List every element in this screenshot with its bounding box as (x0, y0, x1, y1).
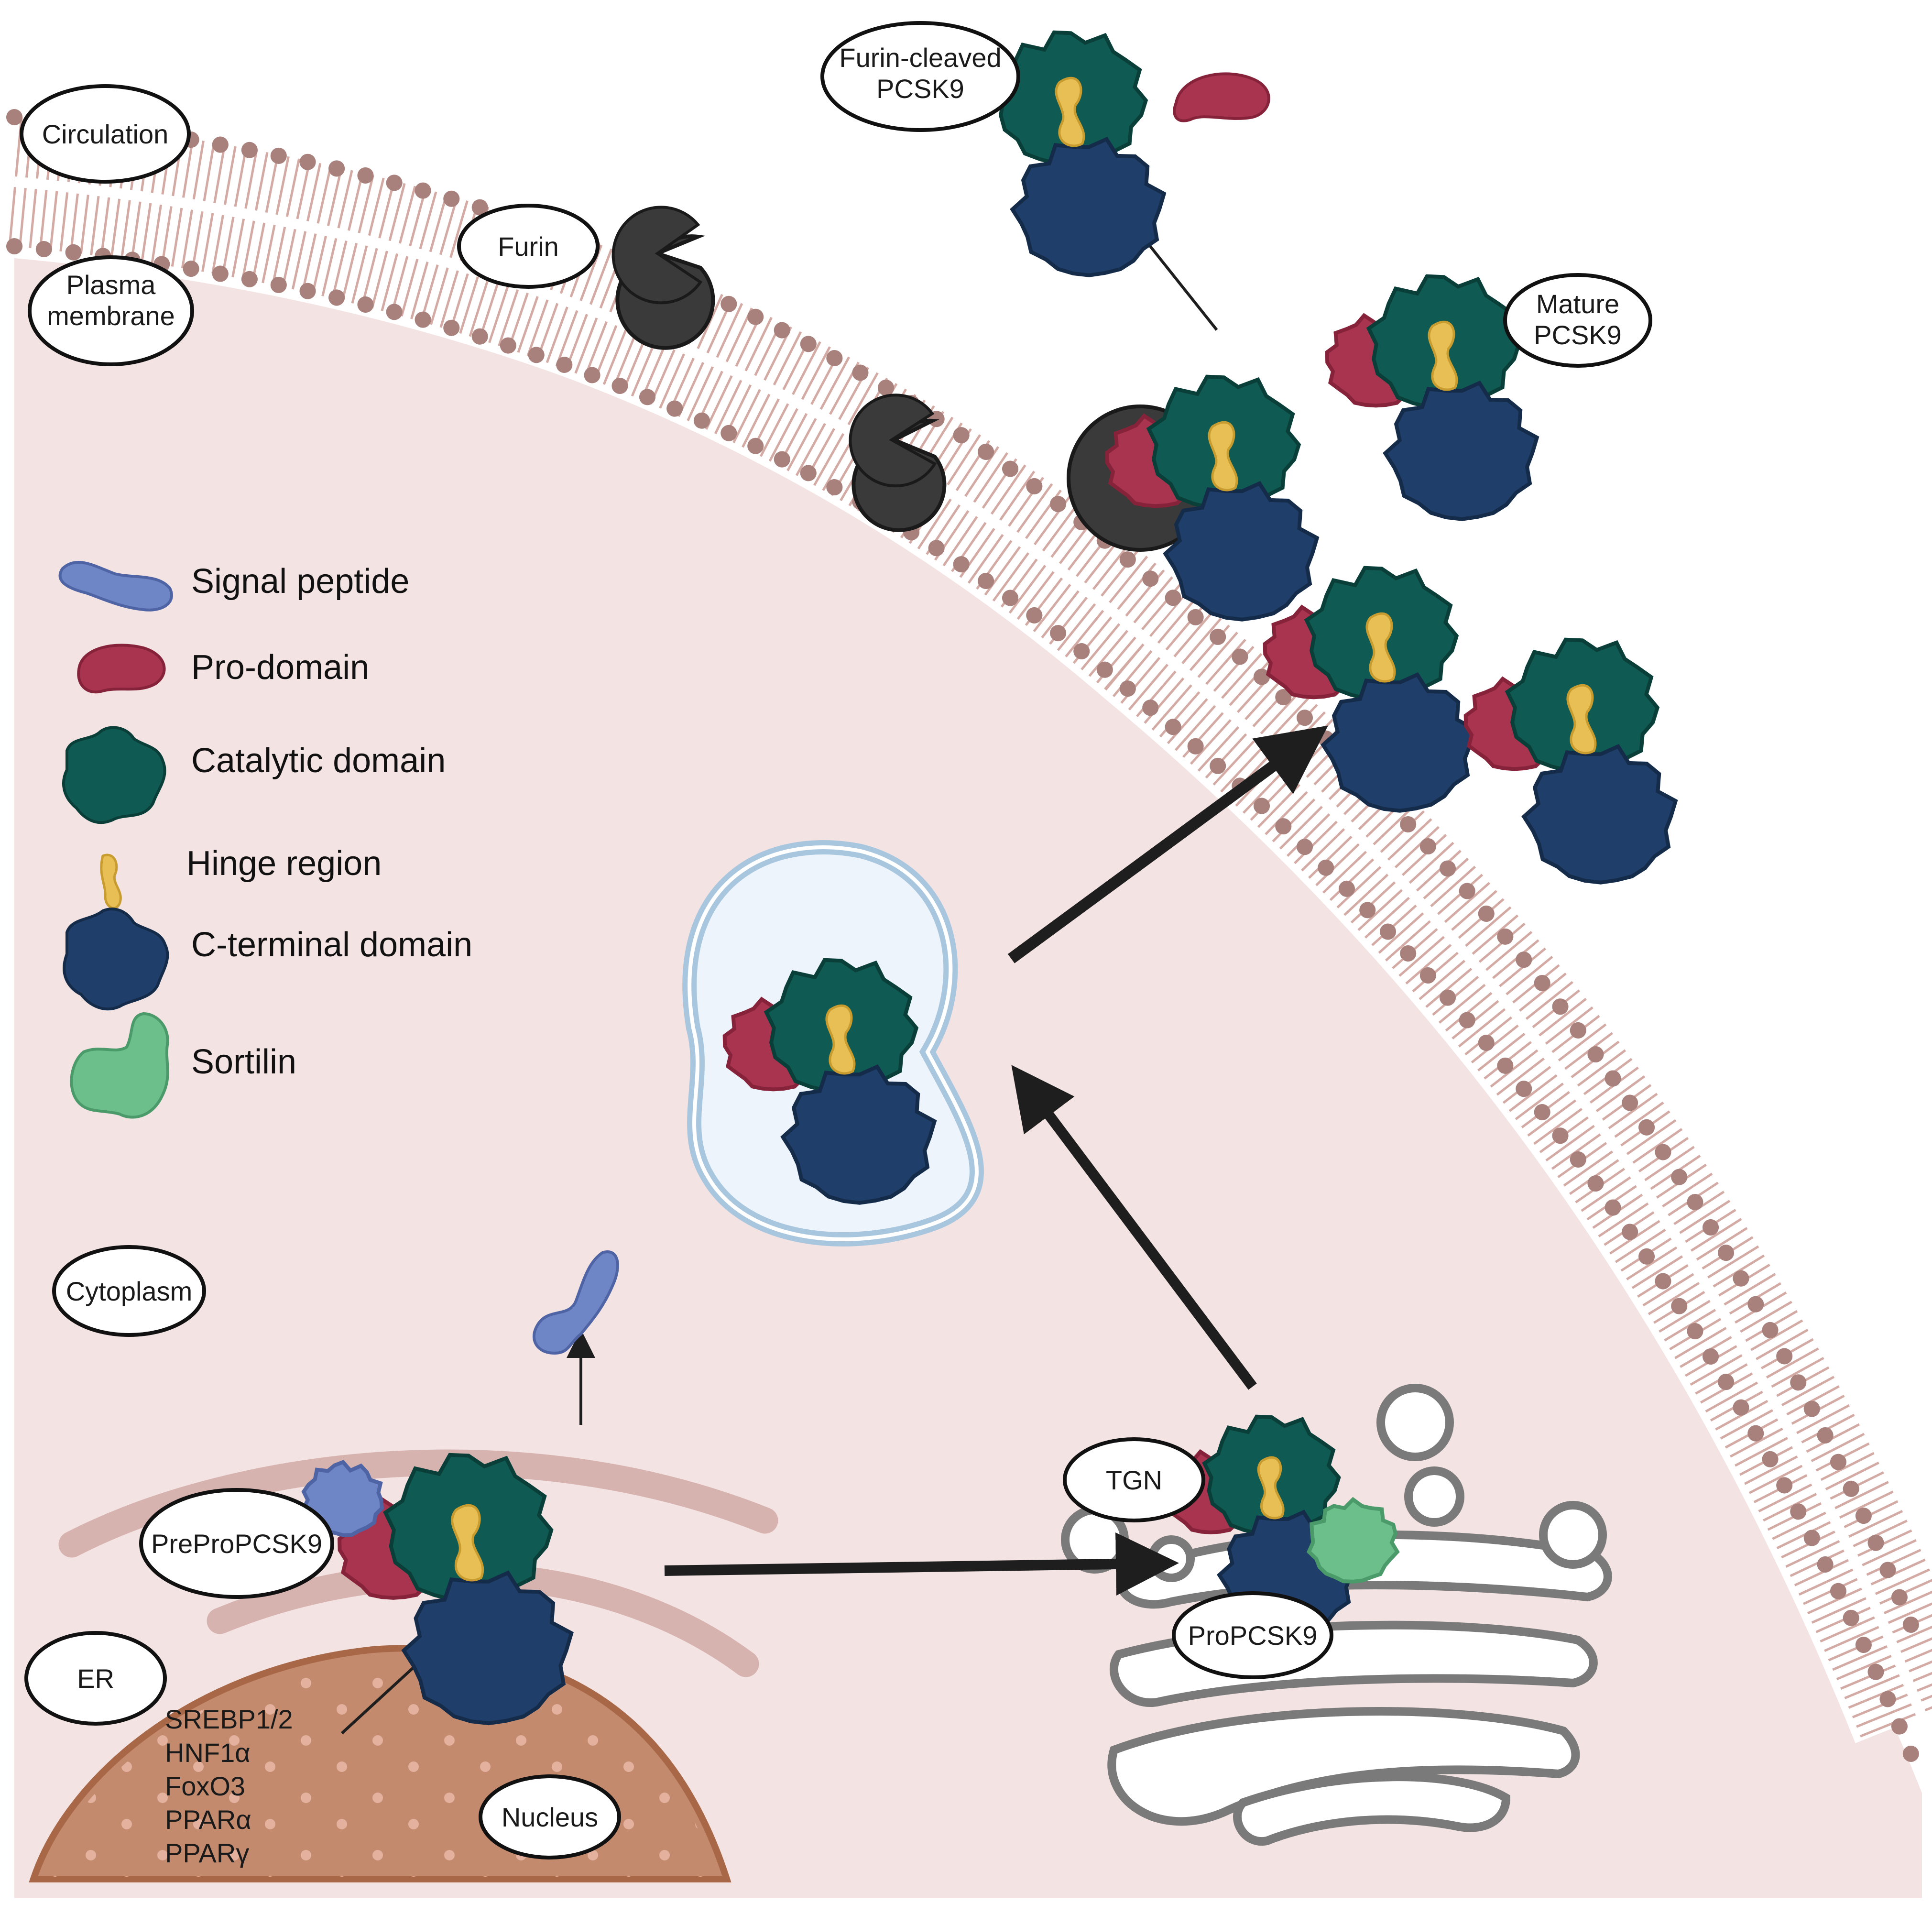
c-terminal-domain-shape (401, 1570, 574, 1726)
legend-label: C-terminal domain (191, 926, 472, 964)
tf-1: HNF1α (165, 1738, 251, 1768)
c-terminal-domain-shape (1383, 380, 1539, 521)
arrow-vesicle-to-circulation (1007, 725, 1329, 963)
legend-label: Pro-domain (191, 648, 369, 687)
tf-4: PPARγ (165, 1838, 249, 1868)
c-terminal-domain-shape (1163, 481, 1320, 622)
pcsk9-proteins (301, 30, 1678, 1726)
tgn-label: TGN (1063, 1437, 1205, 1522)
legend: Signal peptide Pro-domain Catalytic doma… (58, 560, 472, 1119)
mature-pcsk9-bound-to-furin (1105, 374, 1320, 622)
vesicle-pcsk9 (722, 958, 937, 1205)
mature-label: Mature PCSK9 (1503, 273, 1652, 368)
transcription-factors: SREBP1/2 HNF1α FoxO3 PPARα PPARγ (165, 1704, 293, 1868)
svg-text:Furin-cleaved: Furin-cleaved (839, 43, 1001, 73)
furin-label: Furin (457, 204, 600, 289)
hinge-region-shape (1566, 684, 1597, 755)
signal-peptide-icon (58, 560, 173, 612)
c-terminal-domain-shape (1521, 744, 1678, 885)
legend-label: Catalytic domain (191, 742, 446, 780)
hinge-region-shape (1365, 612, 1396, 683)
hinge-region-icon (100, 853, 122, 909)
hinge-region-shape (1208, 421, 1238, 492)
cytoplasm-label: Cytoplasm (52, 1245, 206, 1337)
svg-text:membrane: membrane (47, 301, 175, 331)
sortilin-shape (1306, 1497, 1400, 1584)
propcsk9-label: ProPCSK9 (1172, 1591, 1333, 1679)
svg-text:Nucleus: Nucleus (502, 1802, 598, 1832)
pro-pcsk9-tgn (1165, 1414, 1400, 1636)
er-label: ER (24, 1631, 167, 1726)
svg-text:ER: ER (77, 1663, 114, 1694)
legend-item-pro-domain: Pro-domain (77, 644, 369, 694)
hinge-region-shape (451, 1504, 484, 1582)
tf-2: FoxO3 (165, 1771, 245, 1801)
legend-label: Signal peptide (191, 562, 409, 601)
svg-text:PCSK9: PCSK9 (1534, 320, 1622, 350)
hinge-region-shape (1055, 77, 1085, 147)
svg-text:Plasma: Plasma (66, 270, 156, 300)
plasma-membrane-inner-heads (6, 238, 1930, 1789)
plasma-membrane-outer-heads (6, 109, 1930, 1660)
svg-text:Circulation: Circulation (42, 119, 169, 149)
svg-text:Mature: Mature (1536, 289, 1619, 319)
sortilin-icon (70, 1012, 169, 1119)
arrow-er-to-tgn (664, 1532, 1179, 1596)
tf-3: PPARα (165, 1805, 251, 1835)
svg-text:TGN: TGN (1106, 1465, 1162, 1495)
tf-0: SREBP1/2 (165, 1704, 293, 1734)
hinge-region-shape (1257, 1456, 1285, 1520)
hinge-region-shape (1428, 320, 1458, 391)
legend-label: Sortilin (191, 1043, 296, 1081)
nucleus-label: Nucleus (479, 1774, 621, 1859)
legend-item-hinge-region: Hinge region (100, 844, 382, 909)
svg-text:Cytoplasm: Cytoplasm (66, 1276, 193, 1306)
catalytic-domain-icon (62, 726, 166, 824)
hinge-region-shape (825, 1004, 856, 1075)
preprop-label: PreProPCSK9 (139, 1488, 334, 1599)
c-terminal-domain-shape (1321, 672, 1477, 813)
legend-item-catalytic-domain: Catalytic domain (62, 726, 446, 824)
pro-domain-icon (77, 644, 166, 694)
released-pro-domain (1173, 72, 1270, 122)
legend-label: Hinge region (186, 844, 382, 883)
preprop-pcsk9 (301, 1453, 574, 1726)
circulation-label: Circulation (20, 84, 191, 184)
legend-item-c-terminal-domain: C-terminal domain (63, 908, 472, 1011)
mature-pcsk9-lower-left (1263, 566, 1477, 813)
compartment-labels: Circulation Plasma membrane Furin Furin-… (20, 21, 1652, 1859)
pathway-arrows (340, 213, 1329, 1735)
svg-text:PCSK9: PCSK9 (876, 74, 964, 104)
arrow-tgn-to-vesicle (1011, 1065, 1257, 1390)
c-terminal-domain-shape (1010, 136, 1167, 277)
svg-text:Furin: Furin (498, 231, 559, 262)
c-terminal-domain-shape (780, 1064, 937, 1205)
legend-item-signal-peptide: Signal peptide (58, 560, 409, 612)
mature-pcsk9-lower-right (1463, 637, 1678, 885)
svg-text:ProPCSK9: ProPCSK9 (1188, 1620, 1318, 1651)
furin-cleaved-pcsk9 (993, 30, 1167, 277)
furin-cleaved-label: Furin-cleaved PCSK9 (820, 21, 1020, 132)
signal-peptide-shape (301, 1460, 384, 1537)
c-terminal-domain-icon (63, 908, 169, 1011)
released-signal-peptide (532, 1250, 619, 1355)
svg-text:PreProPCSK9: PreProPCSK9 (151, 1529, 322, 1559)
mature-pcsk9-top (1325, 274, 1539, 521)
legend-item-sortilin: Sortilin (70, 1012, 296, 1119)
plasma-membrane-label: Plasma membrane (28, 255, 194, 366)
